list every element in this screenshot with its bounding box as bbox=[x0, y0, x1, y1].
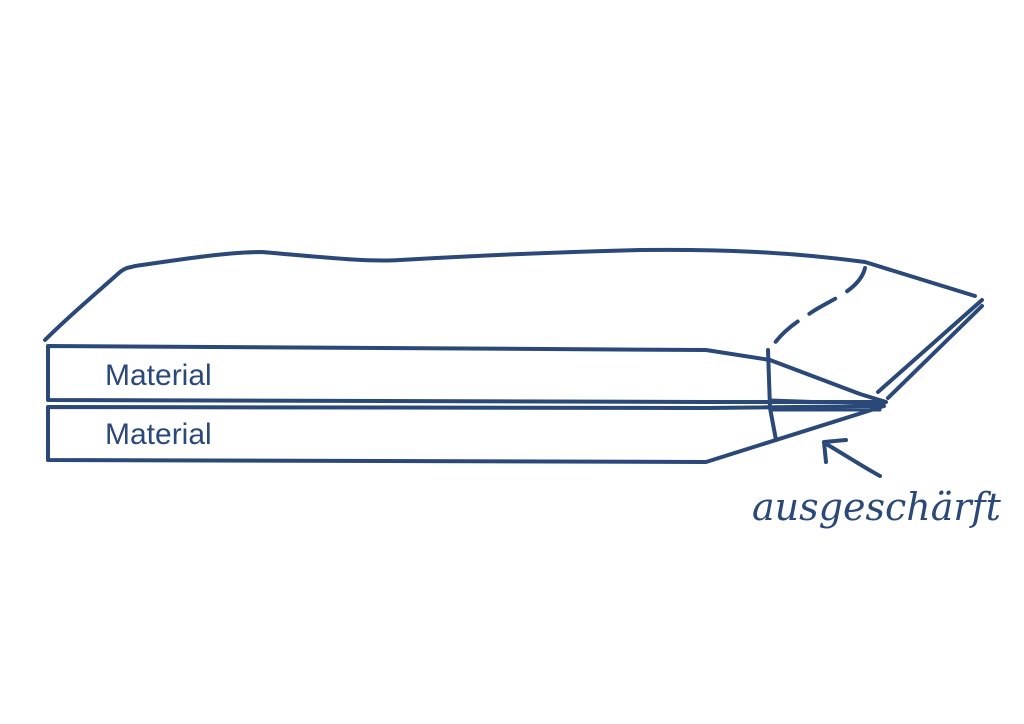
bottom-layer-label: Material bbox=[105, 418, 212, 451]
bottom-layer-outline bbox=[46, 404, 886, 464]
pointer-arrow-shaft bbox=[826, 443, 882, 478]
skive-start-line bbox=[766, 348, 778, 442]
top-layer-outline bbox=[46, 344, 888, 404]
flap-edge-inner bbox=[886, 304, 984, 400]
flap-edge-outer bbox=[876, 298, 984, 394]
cover-flap-outline bbox=[43, 247, 977, 342]
top-layer-label: Material bbox=[105, 359, 212, 392]
fold-dashed-line bbox=[768, 266, 867, 352]
pointer-arrow-head bbox=[822, 438, 848, 464]
annotation-label: ausgeschärft bbox=[752, 485, 1002, 529]
skived-taper-top bbox=[768, 398, 886, 406]
